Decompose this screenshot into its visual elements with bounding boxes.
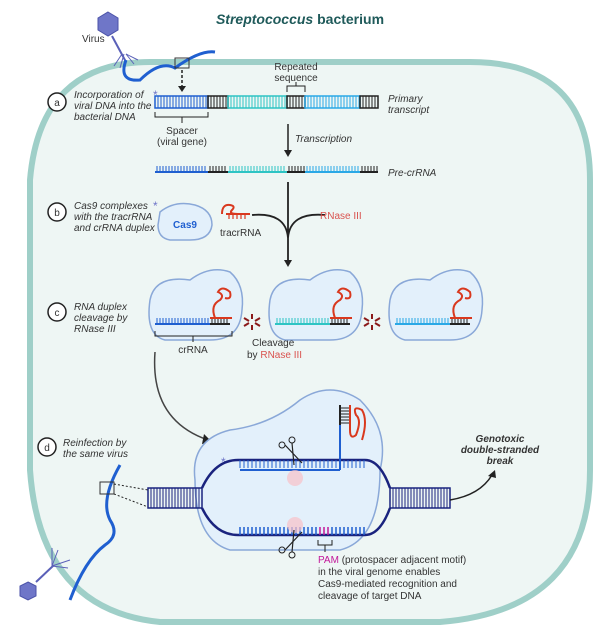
transcription-label: Transcription	[295, 134, 352, 145]
crrna-label: crRNA	[178, 345, 208, 356]
cleavage-label: Cleavage	[252, 338, 295, 349]
cas9-protein	[157, 202, 213, 241]
genotoxic-label-3: break	[487, 456, 514, 467]
scissors-icon	[278, 529, 303, 559]
merge-arrow	[251, 182, 326, 262]
bacterial-cell	[27, 59, 593, 625]
cleavage-mark-icon	[243, 314, 261, 330]
curve-arrow-to-reinfection	[153, 351, 209, 441]
target-dna	[147, 405, 451, 559]
step-b: b Cas9 complexes with the tracrRNA and c…	[47, 201, 156, 234]
pam-desc-line-4: cleavage of target DNA	[318, 591, 422, 602]
break-arrowhead	[488, 470, 496, 478]
merge-arrowhead	[284, 260, 292, 267]
svg-text:cleavage by: cleavage by	[74, 313, 128, 324]
pam-bracket	[317, 540, 333, 552]
svg-text:and crRNA duplex: and crRNA duplex	[74, 223, 156, 234]
spacer-label: Spacer	[166, 126, 198, 137]
repeated-bracket	[286, 82, 306, 92]
rnase-iii-label: RNase III	[320, 211, 362, 222]
svg-text:Cas9 complexes: Cas9 complexes	[74, 201, 148, 212]
tracrrna-label: tracrRNA	[220, 228, 261, 239]
pam-desc-line-3: Cas9-mediated recognition and	[318, 579, 457, 590]
repeated-sequence-label-2: sequence	[274, 73, 318, 84]
pam-desc-line-1: PAM (protospacer adjacent motif)	[318, 555, 466, 566]
primary-transcript-label-2: transcript	[388, 105, 430, 116]
svg-text:Incorporation of: Incorporation of	[74, 90, 145, 101]
zoom-line-top	[113, 483, 149, 491]
crrna-bracket	[154, 331, 233, 342]
tracrrna-bound	[330, 287, 352, 319]
scissors-icon	[278, 436, 303, 466]
cut-site-top	[287, 470, 303, 486]
pam-desc-line-2: in the viral genome enables	[318, 567, 440, 578]
dna-top-strand	[200, 458, 392, 489]
primary-transcript-dna	[154, 95, 379, 109]
viral-gene-box	[174, 57, 190, 69]
reinfecting-viral-dna	[68, 464, 122, 601]
tracrrna-bound	[210, 287, 232, 319]
genotoxic-label: Genotoxic	[476, 434, 525, 445]
repeated-sequence-label: Repeated	[274, 62, 317, 73]
spacer-label-2: (viral gene)	[157, 137, 207, 148]
svg-text:viral DNA into the: viral DNA into the	[74, 101, 152, 112]
asterisk-marker-2: *	[153, 199, 158, 213]
svg-text:a: a	[54, 98, 60, 109]
diagram-title: Streptococcus bacterium	[216, 11, 384, 27]
pre-crrna-strand	[155, 166, 378, 173]
svg-text:c: c	[55, 308, 60, 319]
viral-dna-strand	[122, 50, 216, 82]
svg-text:b: b	[54, 208, 60, 219]
tracrrna-hairpin	[349, 405, 366, 441]
svg-text:Reinfection by: Reinfection by	[63, 438, 127, 449]
svg-text:RNase III: RNase III	[74, 324, 116, 335]
step-d: d Reinfection by the same virus	[37, 437, 128, 460]
primary-transcript-label: Primary	[388, 94, 423, 105]
step-c: c RNA duplex cleavage by RNase III	[47, 302, 128, 335]
svg-text:the same virus: the same virus	[63, 449, 128, 460]
pre-crrna-label: Pre-crRNA	[388, 168, 437, 179]
tracrrna-icon	[221, 203, 250, 219]
virus-bottom-icon	[19, 548, 71, 601]
cut-site-bottom	[287, 517, 303, 533]
cas9-label: Cas9	[173, 220, 197, 231]
svg-text:with the tracrRNA: with the tracrRNA	[74, 212, 153, 223]
cleavage-mark-icon	[363, 314, 381, 330]
svg-text:d: d	[44, 443, 50, 454]
virus-top-icon	[97, 11, 139, 69]
cas9-complexes	[148, 269, 484, 341]
spacer-bracket	[154, 112, 209, 123]
svg-text:RNA duplex: RNA duplex	[74, 302, 128, 313]
virus-label: Virus	[82, 34, 105, 45]
tracrrna-bound	[450, 287, 472, 319]
incorporation-arrowhead	[178, 86, 186, 92]
step-a: a Incorporation of viral DNA into the ba…	[47, 90, 152, 123]
cleavage-by-label: by RNase III	[247, 350, 302, 361]
dna-bottom-strand	[200, 507, 392, 537]
break-arrow	[449, 474, 493, 501]
genotoxic-label-2: double-stranded	[461, 445, 540, 456]
transcription-arrowhead	[284, 150, 292, 157]
asterisk-marker: *	[153, 88, 158, 102]
svg-text:bacterial DNA: bacterial DNA	[74, 112, 136, 123]
viral-target-box	[99, 481, 115, 495]
